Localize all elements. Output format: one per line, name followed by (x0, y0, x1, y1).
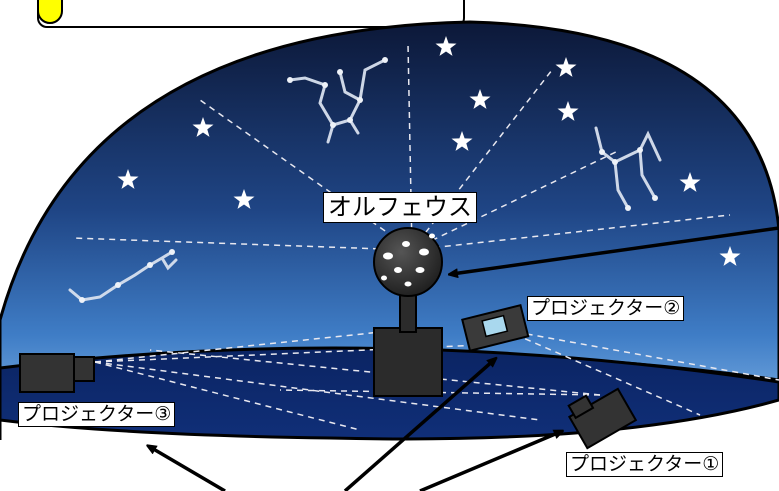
callout-tab (37, 0, 63, 24)
star-icon (451, 131, 473, 151)
star-icon (719, 246, 741, 266)
video-projector-icon (567, 387, 638, 450)
star-icon (435, 36, 457, 56)
projector-3-label: プロジェクター③ (18, 402, 176, 427)
star-icon (557, 101, 579, 121)
star-icon (555, 57, 577, 77)
star-icon (233, 189, 255, 209)
star-icon (117, 169, 139, 189)
star-icon (117, 36, 741, 266)
projector-2-label: プロジェクター② (527, 296, 685, 321)
constellation-stars (79, 57, 658, 303)
orpheus-label: オルフェウス (323, 192, 477, 223)
annotation-arrows (150, 226, 779, 491)
projector-1-label: プロジェクター① (566, 452, 724, 477)
callout-box (37, 0, 465, 28)
star-icon (469, 89, 491, 109)
star-icon (679, 172, 701, 192)
constellation-icon (68, 58, 662, 302)
planetarium-projector-icon (373, 227, 443, 397)
video-projector-icon (461, 303, 530, 352)
video-projector-icon (19, 353, 95, 393)
star-icon (192, 117, 214, 137)
